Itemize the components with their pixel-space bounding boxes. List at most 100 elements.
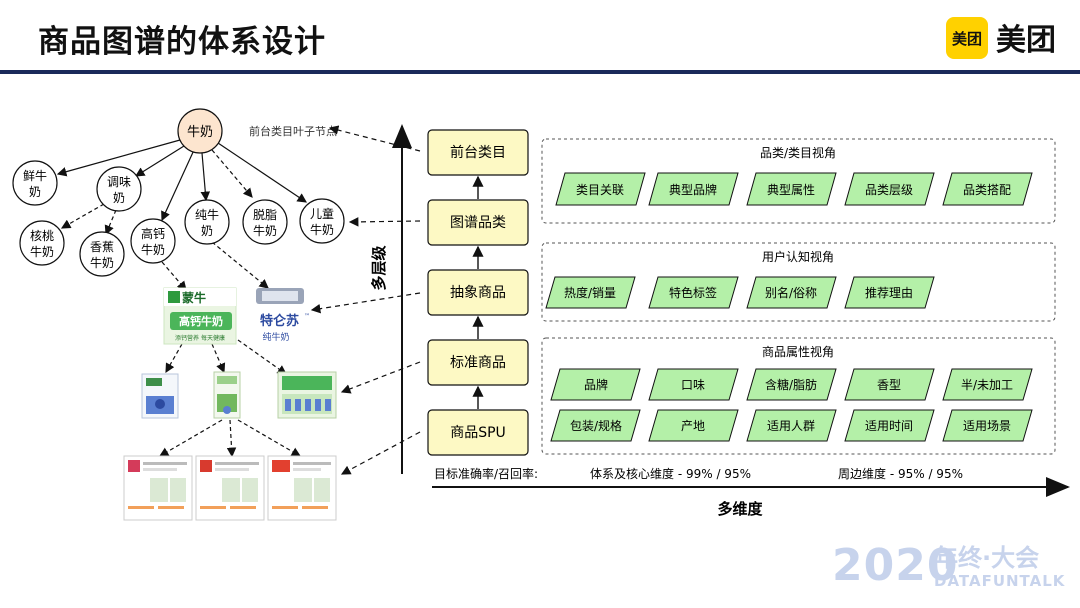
svg-text:牛奶: 牛奶 (310, 222, 334, 237)
edge-mengniu-sku2 (211, 343, 226, 374)
page-title: 商品图谱的体系设计 (38, 24, 326, 60)
edge-flavored-walnut (60, 203, 105, 229)
svg-text:奶: 奶 (113, 191, 125, 205)
tag-row (545, 276, 935, 309)
sku-pack-2 (213, 371, 241, 419)
tag: 适用人群 (767, 419, 815, 433)
tree-root-label: 牛奶 (187, 125, 213, 140)
tag: 热度/销量 (564, 285, 616, 300)
tag: 典型品牌 (669, 183, 717, 197)
edge-flavored-banana (104, 209, 117, 236)
svg-text:奶: 奶 (201, 224, 213, 238)
tag: 类目关联 (576, 183, 624, 197)
tag: 适用时间 (865, 419, 913, 433)
map-abstract-products (310, 292, 421, 314)
tag: 包装/规格 (570, 418, 622, 433)
tree-node-kids: 儿童 牛奶 (299, 198, 345, 244)
edge-root-pure (200, 152, 211, 202)
svg-text:调味: 调味 (107, 175, 131, 189)
tag: 含糖/脂肪 (765, 377, 817, 392)
tag-row (555, 172, 1033, 206)
tag: 口味 (681, 378, 705, 392)
svg-text:标准商品: 标准商品 (450, 355, 506, 371)
tree-node-skim: 脱脂 牛奶 (242, 199, 288, 245)
tag: 半/未加工 (961, 378, 1013, 392)
svg-text:牛奶: 牛奶 (253, 223, 277, 238)
svg-text:脱脂: 脱脂 (253, 207, 277, 222)
level-box-abstract-product: 抽象商品 (427, 269, 529, 316)
store-card-3 (267, 455, 337, 521)
panel-title: 商品属性视角 (762, 344, 834, 359)
panel-product-attribute-view: 商品属性视角 品牌 口味 含糖/脂肪 香型 半/未加工 包装/规格 产地 适用人… (541, 337, 1056, 455)
svg-text:牛奶: 牛奶 (30, 244, 54, 259)
tree-node-fresh: 鲜牛 奶 (12, 160, 58, 206)
store-card-2 (195, 455, 265, 521)
tag: 适用场景 (963, 419, 1011, 433)
svg-text:牛奶: 牛奶 (141, 242, 165, 257)
sku-pack-1 (141, 373, 179, 419)
sku-pack-3 (277, 371, 337, 419)
edge-pure-product (211, 241, 269, 289)
svg-text:抽象商品: 抽象商品 (450, 285, 506, 301)
edge-root-calcium (161, 149, 195, 222)
edge-mengniu-sku1 (165, 343, 183, 374)
svg-text:纯牛: 纯牛 (195, 207, 219, 222)
x-axis-label: 多维度 (717, 500, 763, 518)
tag: 特色标签 (669, 285, 717, 300)
panel-user-perception-view: 用户认知视角 热度/销量 特色标签 别名/俗称 推荐理由 (541, 242, 1056, 322)
metrics-peripheral: 周边维度 - 95% / 95% (838, 466, 963, 481)
tag: 推荐理由 (865, 286, 913, 300)
level-box-front-category: 前台类目 (427, 129, 529, 176)
metrics-core: 体系及核心维度 - 99% / 95% (590, 466, 751, 481)
level-box-graph-category: 图谱品类 (427, 199, 529, 246)
svg-text:牛奶: 牛奶 (90, 255, 114, 270)
edge-sku2-store3 (237, 419, 302, 457)
meituan-logo-icon: 美团 (946, 17, 988, 59)
product-mengniu-calcium: 蒙牛 高钙牛奶 添钙营养 每天健康 (163, 287, 237, 345)
y-axis-label: 多层级 (370, 245, 388, 291)
header-divider (0, 70, 1080, 74)
svg-text:前台类目: 前台类目 (450, 144, 506, 161)
edge-mengniu-sku3 (237, 339, 287, 375)
product-telunsu: 特仑苏 ™ 纯牛奶 (256, 288, 310, 343)
mapping-arrows (310, 125, 421, 475)
tree-node-banana: 香蕉 牛奶 (79, 231, 125, 277)
panel-title: 品类/类目视角 (760, 145, 836, 160)
tag-row (550, 368, 1033, 442)
edge-sku2-store1 (158, 419, 223, 457)
map-standard-skus (340, 361, 421, 394)
map-graphcat-nodes (348, 217, 421, 227)
tag: 品类层级 (865, 183, 913, 197)
svg-text:香蕉: 香蕉 (90, 240, 114, 254)
tree-node-calcium: 高钙 牛奶 (130, 218, 176, 264)
metrics-label: 目标准确率/召回率: (434, 466, 538, 481)
svg-text:儿童: 儿童 (310, 206, 334, 221)
store-card-1 (123, 455, 193, 521)
mengniu-sub: 添钙营养 每天健康 (175, 334, 225, 342)
tag: 香型 (877, 378, 901, 392)
meituan-logo-text: 美团 (996, 23, 1056, 58)
tree-node-walnut: 核桃 牛奶 (19, 220, 65, 266)
tag: 产地 (681, 419, 705, 433)
map-frontcat-root (328, 125, 421, 152)
mengniu-brand: 蒙牛 (182, 290, 206, 305)
tree-edges (56, 139, 307, 458)
panel-title: 用户认知视角 (762, 249, 834, 264)
tag: 品类搭配 (963, 183, 1011, 197)
watermark-brand: DATAFUNTALK (934, 572, 1066, 590)
svg-text:图谱品类: 图谱品类 (450, 215, 506, 231)
svg-text:鲜牛: 鲜牛 (23, 168, 47, 183)
tag: 别名/俗称 (765, 285, 817, 300)
svg-text:奶: 奶 (29, 185, 41, 199)
telunsu-brand: 特仑苏 (260, 313, 299, 329)
level-box-standard-product: 标准商品 (427, 339, 529, 386)
tag: 典型属性 (767, 183, 815, 197)
edge-calcium-product (161, 261, 187, 291)
watermark-event: 年终·大会 (934, 544, 1040, 572)
svg-text:核桃: 核桃 (30, 228, 54, 243)
panel-category-view: 品类/类目视角 类目关联 典型品牌 典型属性 品类层级 品类搭配 (541, 138, 1056, 224)
svg-text:™: ™ (304, 313, 310, 320)
edge-root-flavored (134, 145, 185, 177)
tree-node-root: 牛奶 (177, 108, 223, 154)
